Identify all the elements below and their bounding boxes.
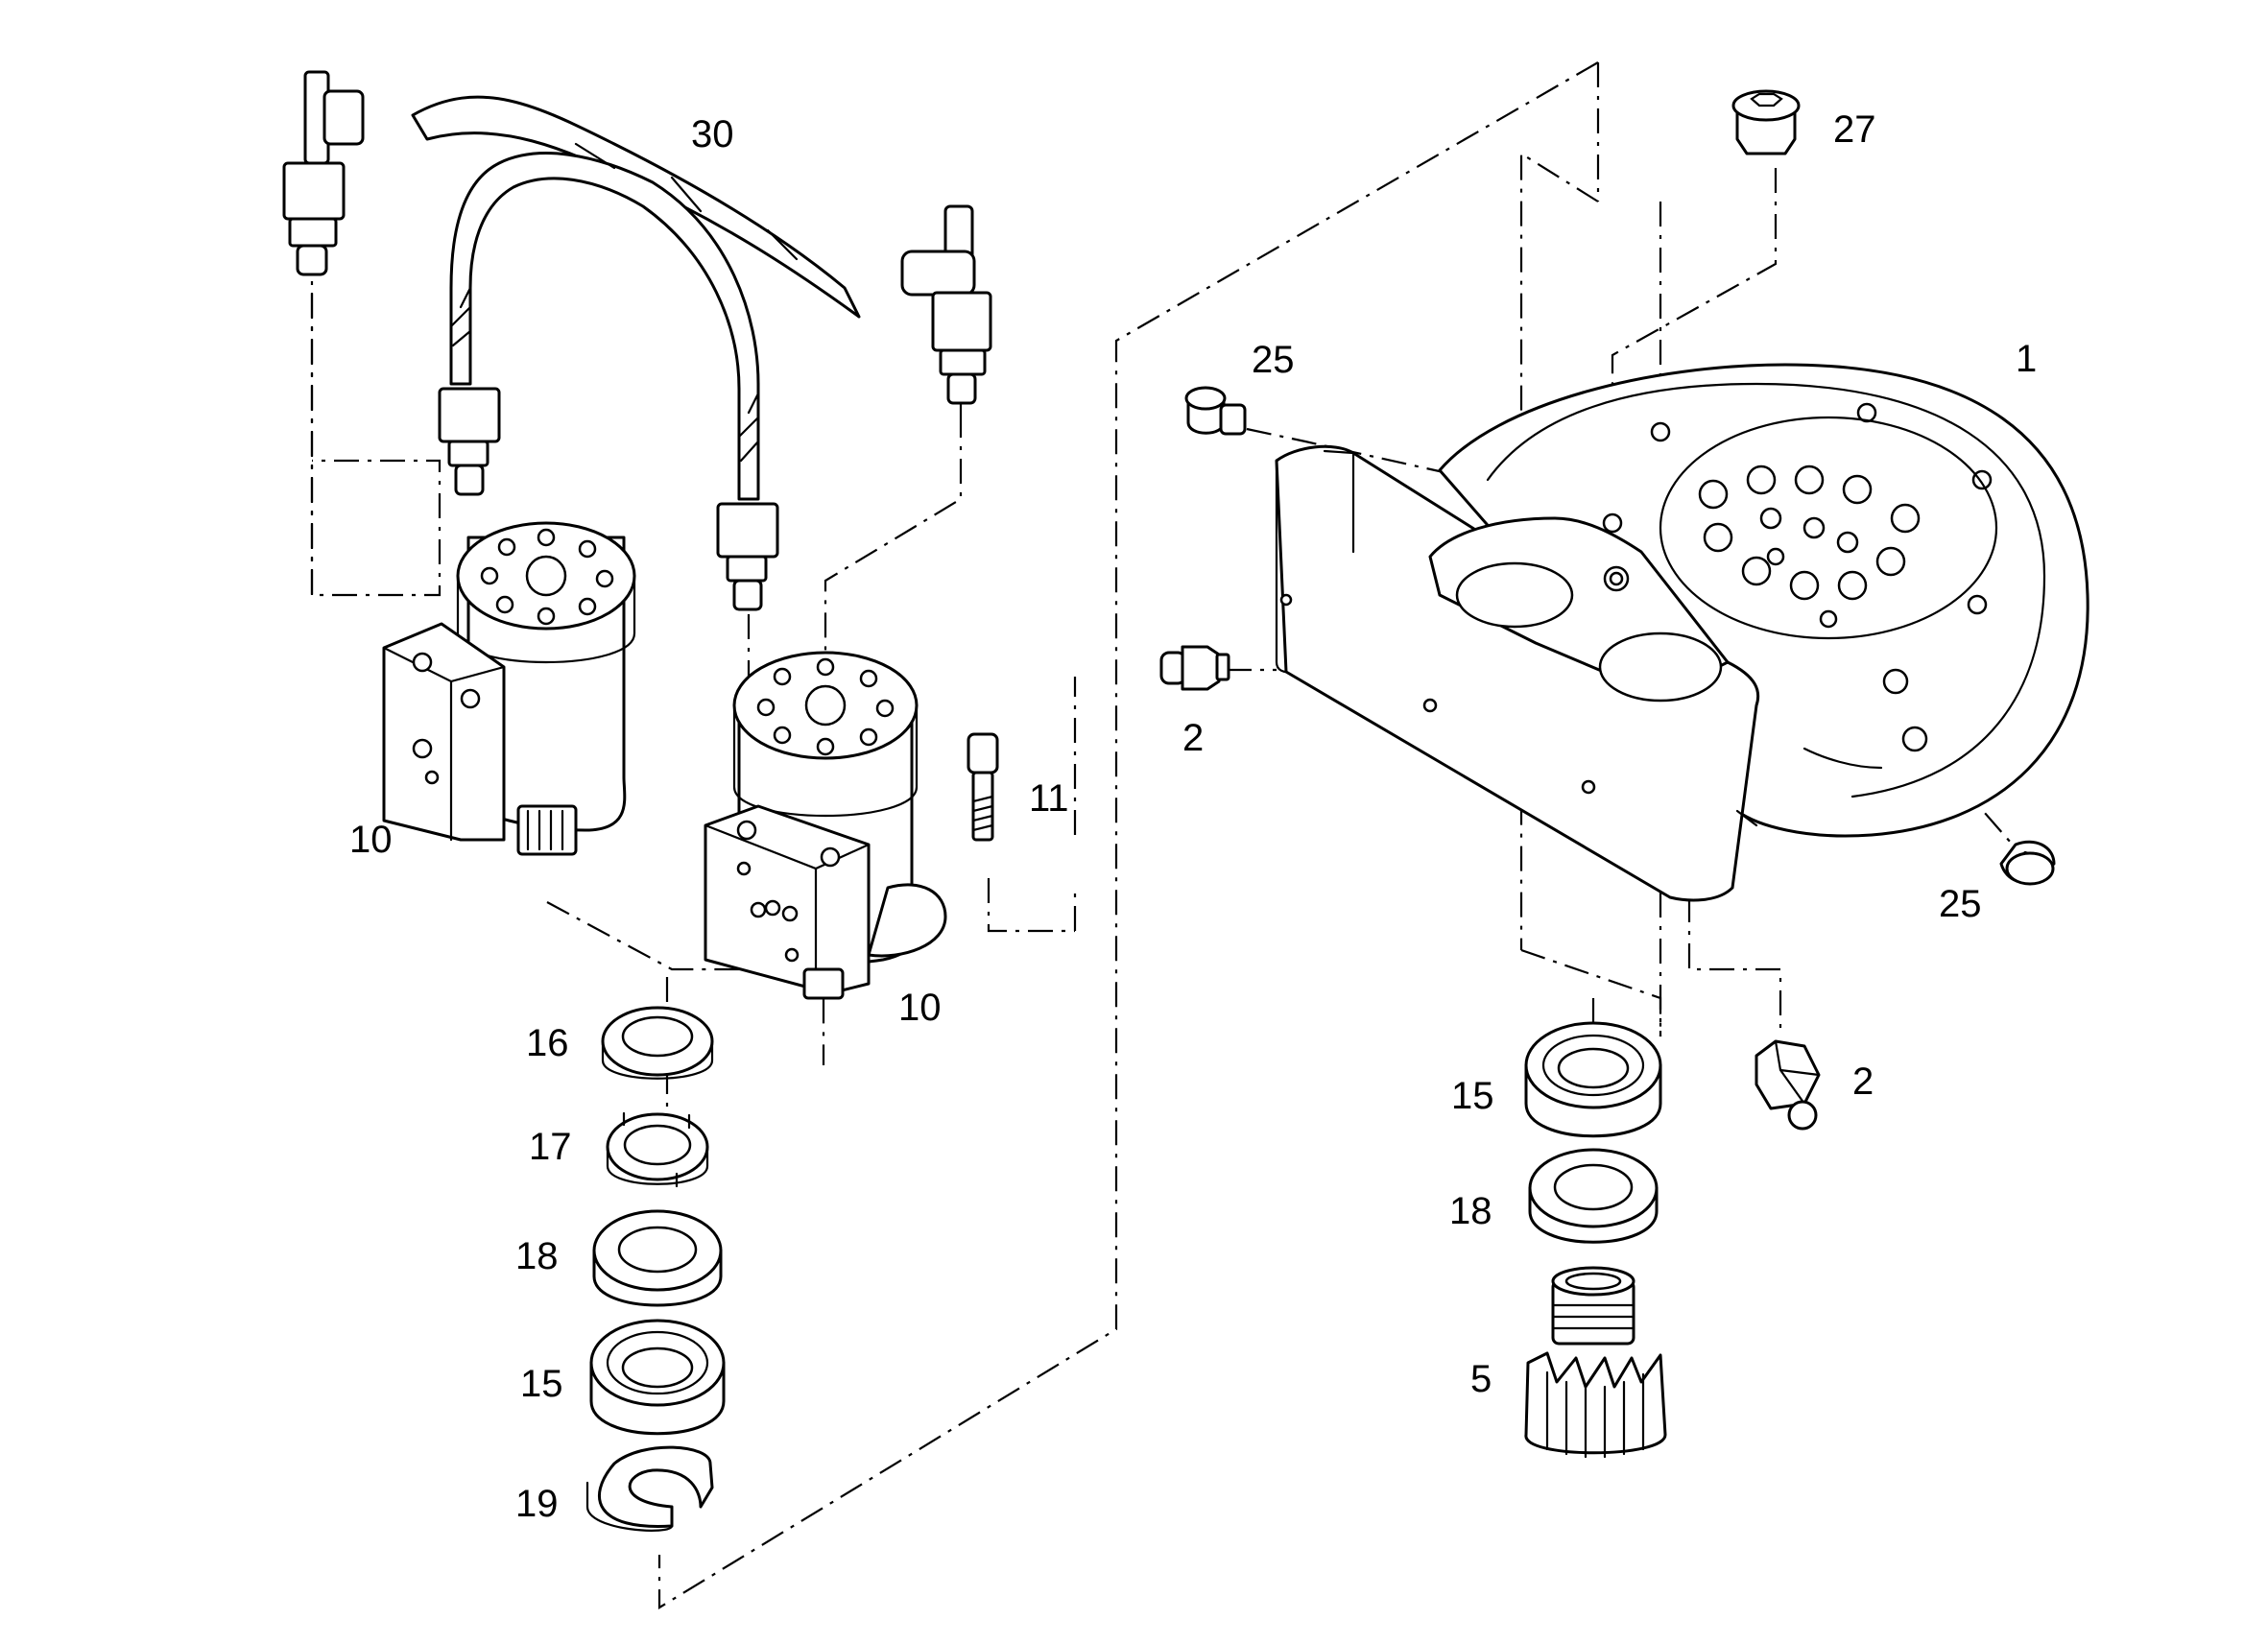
callout-1: 1 bbox=[2016, 338, 2037, 380]
callout-2-right: 2 bbox=[1852, 1060, 1874, 1103]
lock-washer-17 bbox=[606, 1111, 709, 1188]
callout-16: 16 bbox=[526, 1022, 569, 1064]
spacer-ring-18-right bbox=[1528, 1148, 1659, 1244]
callout-2-left: 2 bbox=[1182, 717, 1204, 759]
callout-19: 19 bbox=[515, 1483, 559, 1525]
callout-27: 27 bbox=[1833, 108, 1876, 151]
swing-housing-1 bbox=[1275, 363, 2089, 902]
plug-25-top bbox=[1184, 386, 1247, 436]
hydraulic-motor-left bbox=[382, 521, 636, 856]
callout-10-right: 10 bbox=[898, 987, 942, 1029]
callout-5: 5 bbox=[1470, 1358, 1492, 1400]
callout-11: 11 bbox=[1029, 777, 1069, 820]
spacer-ring-18-left bbox=[592, 1209, 723, 1307]
pinion-gear-5 bbox=[1524, 1266, 1667, 1459]
bolt-11 bbox=[967, 732, 999, 842]
retaining-ring-19 bbox=[585, 1445, 714, 1532]
nut-16 bbox=[601, 1006, 714, 1080]
callout-15-left: 15 bbox=[520, 1363, 563, 1405]
hose-assembly bbox=[282, 70, 992, 611]
hydraulic-motor-right bbox=[704, 651, 947, 1000]
grease-nipple-2-right bbox=[1755, 1039, 1821, 1131]
callout-18-right: 18 bbox=[1449, 1190, 1492, 1232]
callout-labels: 30 27 25 1 2 11 10 10 25 16 2 15 17 18 1… bbox=[349, 108, 2037, 1525]
callout-17: 17 bbox=[529, 1126, 572, 1168]
plug-25-right bbox=[1999, 840, 2056, 886]
callout-15-right: 15 bbox=[1451, 1075, 1494, 1117]
bearing-15-left bbox=[589, 1319, 726, 1436]
bearing-15-right bbox=[1524, 1021, 1662, 1138]
callout-18-left: 18 bbox=[515, 1235, 559, 1277]
grease-nipple-2-left bbox=[1159, 645, 1230, 691]
plug-27 bbox=[1731, 89, 1801, 155]
callout-10-left: 10 bbox=[349, 819, 393, 861]
callout-30: 30 bbox=[691, 113, 734, 155]
callout-25-top: 25 bbox=[1252, 339, 1295, 381]
callout-25-right: 25 bbox=[1939, 883, 1982, 925]
